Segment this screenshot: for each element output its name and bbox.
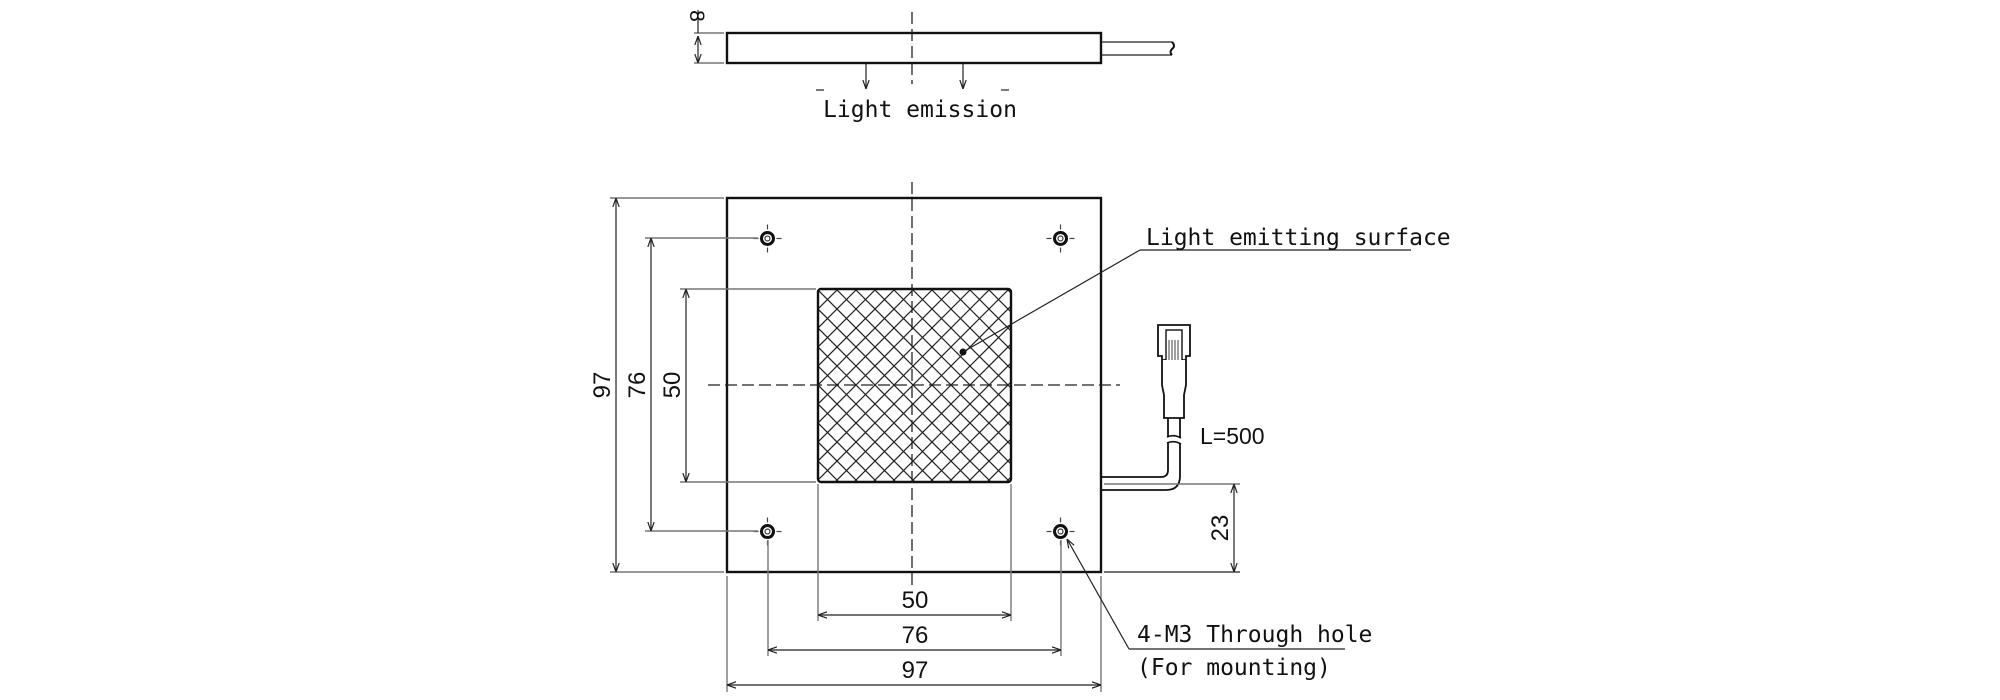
hatch-line <box>1197 289 1390 482</box>
hatch-line <box>818 289 896 482</box>
hatch-line <box>930 289 1011 482</box>
hatch-line <box>1121 289 1314 482</box>
hatch-line <box>1102 289 1295 482</box>
mounting-holes <box>753 224 1075 546</box>
hatch-line <box>1216 289 1409 482</box>
hole-label-line1: 4-M3 Through hole <box>1137 622 1372 648</box>
dim-vertical-97: 97 <box>589 372 616 399</box>
light-emission-label: Light emission <box>823 97 1017 123</box>
dim-vertical-76: 76 <box>624 372 651 399</box>
hatch-line <box>949 289 1011 482</box>
emission-arrows <box>816 64 1009 91</box>
hatch-line <box>930 289 1011 482</box>
dim-vertical-50: 50 <box>659 372 686 399</box>
vertical-dimensions: 97 76 50 <box>589 197 816 573</box>
hatch-line <box>418 289 611 482</box>
hatch-line <box>1216 289 1409 482</box>
surface-leader <box>959 249 1411 356</box>
hatch-line <box>818 289 915 482</box>
side-view: 8 Light emission <box>685 10 1175 123</box>
hatch-line <box>949 289 1011 482</box>
hatch-line <box>1102 289 1295 482</box>
front-view: 97 76 50 50 76 <box>418 182 1451 692</box>
hatch-line <box>1121 289 1314 482</box>
hatch-line <box>818 289 877 482</box>
hatch-line <box>968 289 1011 482</box>
hatch-line <box>818 289 896 482</box>
cable-length-label: L=500 <box>1200 423 1265 449</box>
light-emitting-surface-label: Light emitting surface <box>1146 225 1451 251</box>
hatch-line <box>1178 289 1371 482</box>
dim-horizontal-50: 50 <box>902 587 929 614</box>
thickness-label: 8 <box>685 10 708 22</box>
hatch-line <box>1178 289 1371 482</box>
hatch-line <box>968 289 1011 482</box>
hatch-line <box>456 289 649 482</box>
hatch-line <box>818 289 915 482</box>
hatch-line <box>818 289 877 482</box>
side-body <box>725 31 1103 65</box>
hatch-line <box>818 289 858 482</box>
dim-horizontal-97: 97 <box>902 657 929 684</box>
hatch-line <box>818 289 991 482</box>
mounting-hole-icon <box>753 224 782 253</box>
hole-leader <box>1067 539 1345 650</box>
cable-connector <box>1101 324 1191 491</box>
hatch-line <box>1159 289 1352 482</box>
hatch-line <box>818 289 820 482</box>
thickness-dimension: 8 <box>685 10 724 64</box>
hole-label-line2: (For mounting) <box>1137 655 1331 681</box>
hatch-line <box>418 289 611 482</box>
mounting-hole-icon <box>1046 224 1075 253</box>
mounting-hole-icon <box>1046 517 1075 546</box>
hatch-line <box>818 289 820 482</box>
side-cable <box>1101 41 1175 56</box>
horizontal-dimensions: 50 76 97 <box>726 484 1102 692</box>
hatch-line <box>1197 289 1390 482</box>
hatch-line <box>1159 289 1352 482</box>
dim-cable-offset-23: 23 <box>1207 515 1234 542</box>
hatch-line <box>818 289 972 482</box>
dim-horizontal-76: 76 <box>902 622 929 649</box>
cable-offset-dimension: 23 <box>1104 483 1240 573</box>
hatch-line <box>456 289 649 482</box>
hatch-line <box>818 289 858 482</box>
